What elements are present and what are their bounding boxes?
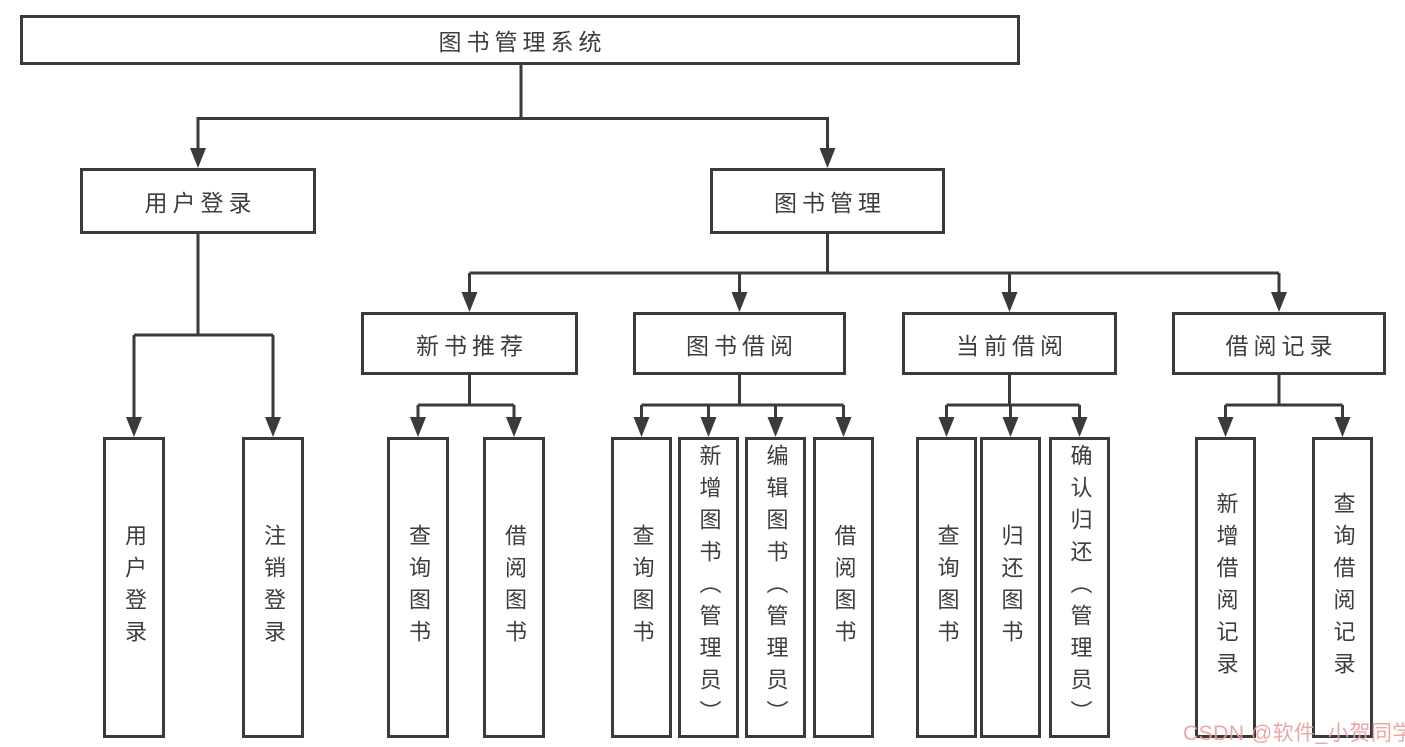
leaf-edit-books-admin: 编辑图书（管理员）: [745, 437, 806, 738]
leaf-query-books-2-label: 查询图书: [629, 523, 655, 652]
leaf-query-books-1-label: 查询图书: [406, 523, 431, 652]
leaf-add-borrow-record-label: 新增借阅记录: [1213, 491, 1239, 684]
leaf-borrow-books-2-label: 借阅图书: [831, 523, 857, 652]
leaf-return-books-label: 归还图书: [998, 523, 1024, 652]
leaf-borrow-books-1: 借阅图书: [483, 437, 545, 738]
leaf-add-books-admin: 新增图书（管理员）: [678, 437, 739, 738]
node-root-label: 图书管理系统: [438, 29, 607, 55]
leaf-edit-books-admin-label: 编辑图书（管理员）: [763, 443, 789, 732]
leaf-confirm-return-admin: 确认归还（管理员）: [1049, 437, 1110, 738]
node-book-borrowing-label: 图书借阅: [686, 332, 798, 359]
leaf-return-books: 归还图书: [980, 437, 1041, 738]
leaf-query-books-3: 查询图书: [916, 437, 977, 738]
leaf-query-books-1: 查询图书: [387, 437, 449, 738]
leaf-user-login-label: 用户登录: [122, 523, 147, 652]
leaf-add-books-admin-label: 新增图书（管理员）: [696, 443, 722, 732]
node-root: 图书管理系统: [20, 15, 1020, 65]
leaf-logout: 注销登录: [242, 437, 304, 738]
arrowhead-icons: [126, 148, 1351, 437]
leaf-add-borrow-record: 新增借阅记录: [1195, 437, 1256, 738]
node-new-book-recommend-label: 新书推荐: [416, 332, 528, 359]
node-book-borrowing: 图书借阅: [633, 312, 846, 375]
leaf-user-login: 用户登录: [103, 437, 165, 738]
node-book-management: 图书管理: [710, 168, 945, 234]
leaf-query-books-2: 查询图书: [611, 437, 672, 738]
node-borrowing-records-label: 借阅记录: [1225, 332, 1338, 359]
node-user-login-label: 用户登录: [144, 190, 257, 216]
node-current-borrowing-label: 当前借阅: [956, 332, 1068, 359]
leaf-borrow-books-2: 借阅图书: [813, 437, 874, 738]
leaf-query-books-3-label: 查询图书: [934, 523, 960, 652]
leaf-query-borrow-record: 查询借阅记录: [1312, 437, 1373, 738]
leaf-confirm-return-admin-label: 确认归还（管理员）: [1067, 443, 1093, 732]
node-borrowing-records: 借阅记录: [1172, 312, 1386, 375]
node-current-borrowing: 当前借阅: [902, 312, 1117, 375]
leaf-query-borrow-record-label: 查询借阅记录: [1330, 491, 1356, 684]
leaf-borrow-books-1-label: 借阅图书: [502, 523, 527, 652]
node-book-management-label: 图书管理: [774, 190, 886, 216]
node-new-book-recommend: 新书推荐: [361, 312, 578, 375]
leaf-logout-label: 注销登录: [261, 523, 286, 652]
csdn-watermark: CSDN @软件_小贺同学: [1183, 722, 1405, 745]
node-user-login: 用户登录: [80, 168, 316, 234]
